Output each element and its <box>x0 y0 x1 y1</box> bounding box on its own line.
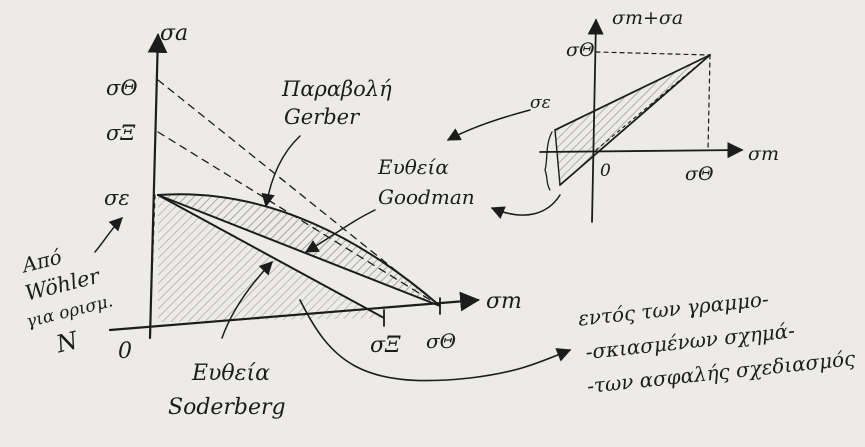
y-axis <box>147 33 168 340</box>
inset-side-label: σε <box>530 93 551 113</box>
soderberg-callout-arrow <box>221 261 273 339</box>
y-axis-label: σa <box>160 21 188 46</box>
goodman-label-line1: Ευθεία <box>377 155 449 179</box>
gerber-parabola <box>157 193 441 307</box>
gerber-label-line1: Παραβολή <box>281 77 392 101</box>
soderberg-label-line1: Ευθεία <box>191 361 270 386</box>
wohler-note-line4: N <box>53 326 82 359</box>
inset-origin: 0 <box>600 161 611 181</box>
note-connector-curve <box>299 299 572 382</box>
inset-x-tick: σΘ <box>685 163 714 185</box>
inset-callout-arrow-left <box>446 109 531 141</box>
wohler-callout-arrow <box>94 217 123 253</box>
inset-y-axis <box>587 18 604 223</box>
wohler-note: Από Wöhler για ορισμ. N <box>18 244 115 359</box>
y-tick-sigma-e: σε <box>104 186 130 210</box>
gerber-callout-arrow <box>261 135 301 208</box>
goodman-line <box>157 194 441 307</box>
inset-lower-line <box>559 54 711 186</box>
inset-x-axis-label: σm <box>748 143 779 165</box>
inset-left-edge <box>554 129 561 186</box>
x-axis-label: σm <box>486 289 522 314</box>
gerber-label-line2: Gerber <box>284 105 361 129</box>
inset-plot <box>446 18 744 223</box>
goodman-label-line2: Goodman <box>378 185 475 209</box>
y-tick-sigma-xi: σΞ <box>106 121 135 145</box>
soderberg-line <box>157 194 385 319</box>
x-tick-sigma-theta: σΘ <box>426 329 456 353</box>
inset-dashed-horizontal <box>595 51 711 56</box>
inset-dashed-vertical <box>707 54 711 151</box>
inset-x-axis <box>539 142 744 159</box>
origin-label: 0 <box>118 339 132 364</box>
inset-upper-line <box>554 54 711 131</box>
inset-y-axis-label: σm+σa <box>612 7 683 29</box>
x-axis <box>108 291 480 332</box>
inset-callout-arrow-lower <box>490 194 561 219</box>
y-tick-sigma-theta: σΘ <box>106 76 138 100</box>
safety-note: εντός των γραμμο- -σκιασμένων σχημά- -τω… <box>577 287 857 398</box>
soderberg-label-line2: Soderberg <box>168 395 286 420</box>
dashed-line-xi <box>157 131 441 307</box>
dashed-vertical <box>149 194 156 331</box>
main-plot <box>94 33 572 382</box>
inset-brace <box>544 131 553 191</box>
goodman-callout-arrow <box>304 209 376 253</box>
x-tick-sigma-xi: σΞ <box>370 333 401 358</box>
inset-y-tick: σΘ <box>566 39 595 61</box>
